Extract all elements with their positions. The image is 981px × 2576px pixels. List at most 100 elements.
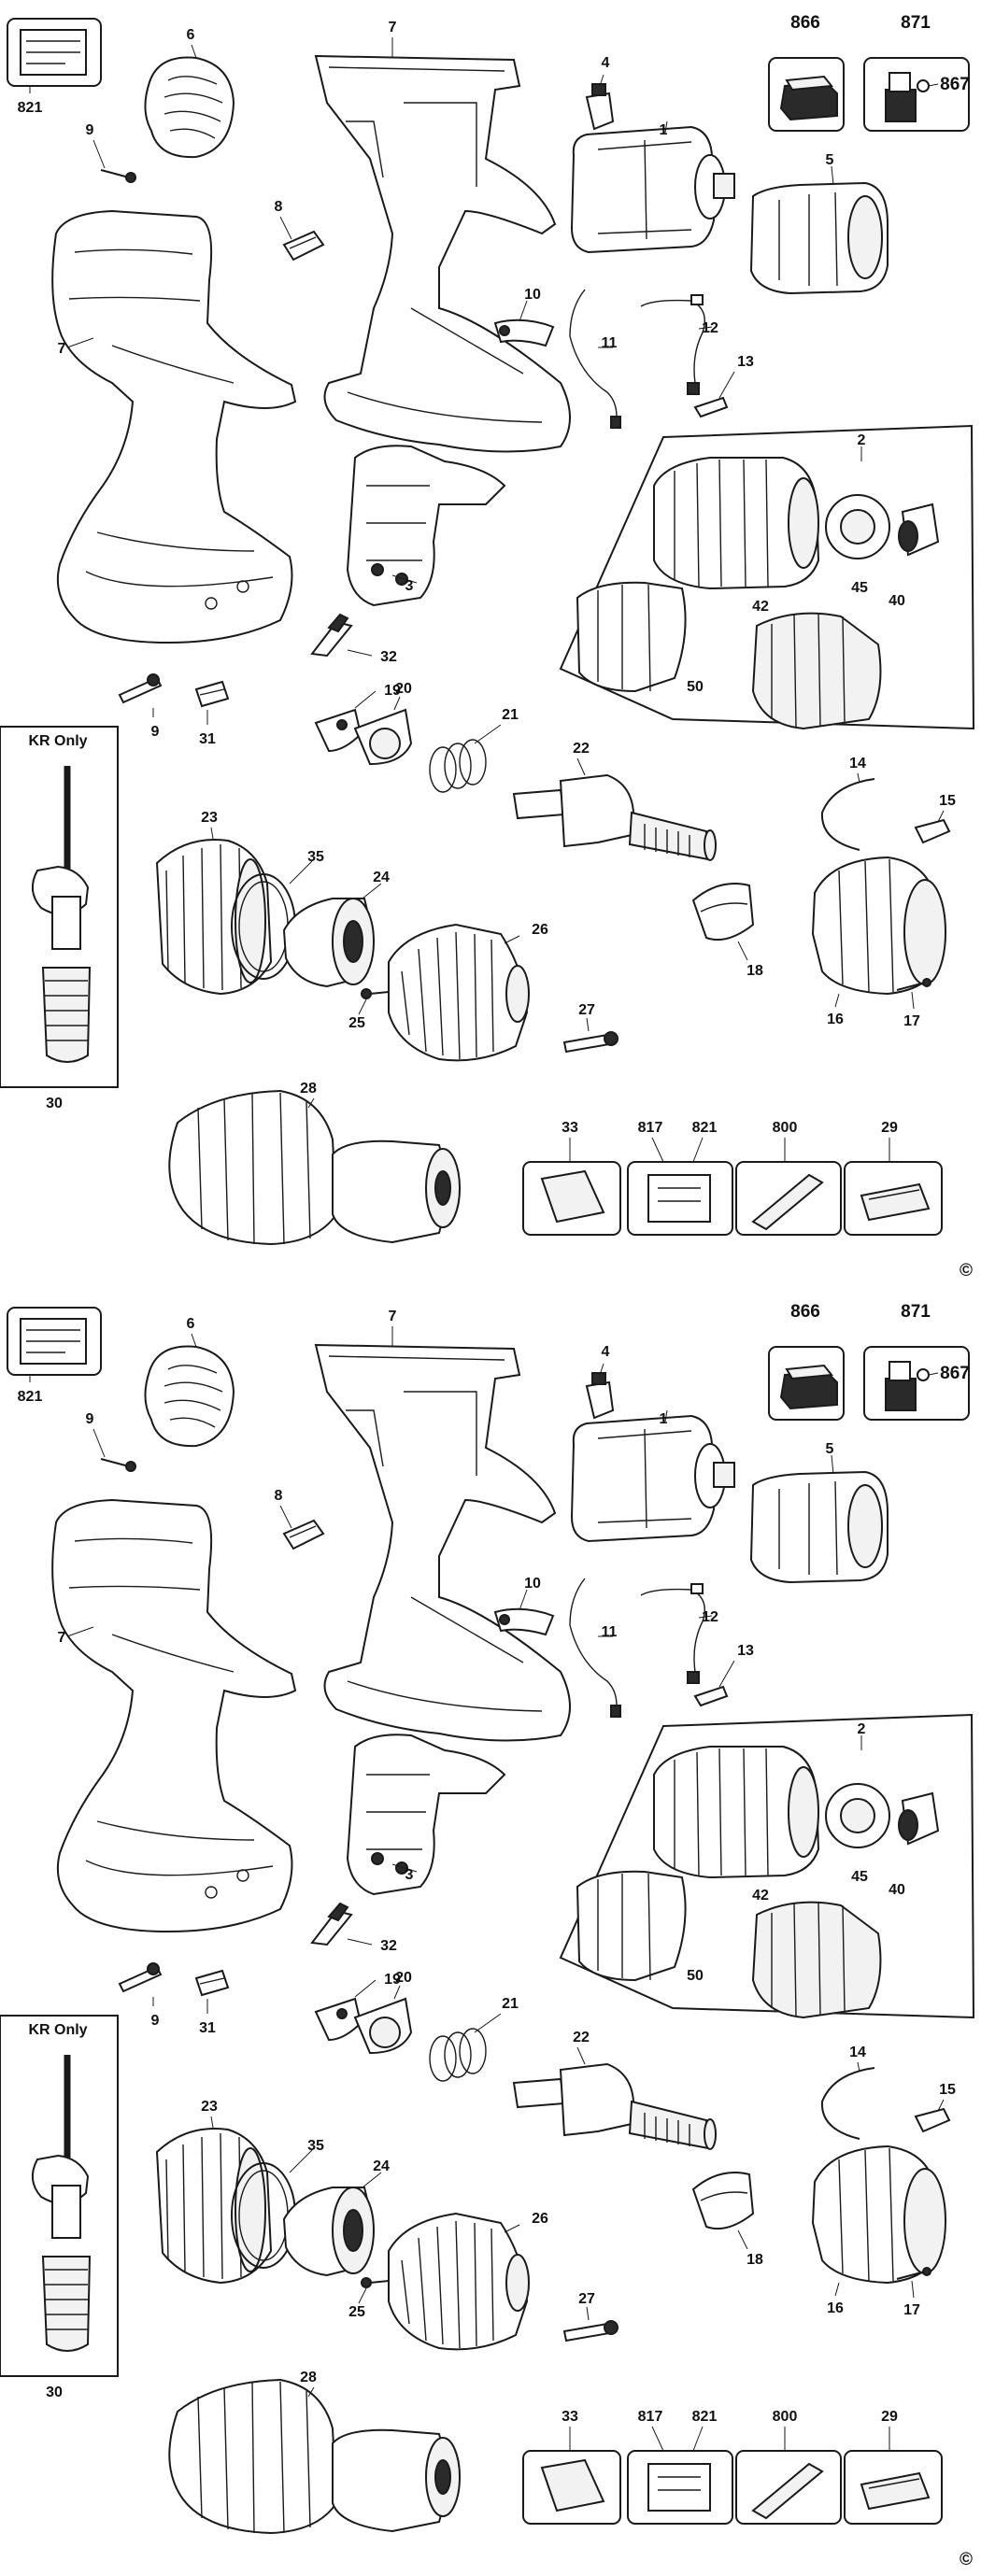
callout-12: 12 xyxy=(702,320,718,336)
callout-867: 867 xyxy=(940,75,970,94)
callout-1: 1 xyxy=(660,122,668,138)
callout-3: 3 xyxy=(405,1867,414,1883)
callout-26: 26 xyxy=(532,922,548,938)
callout-29: 29 xyxy=(881,2409,898,2425)
callout-817: 817 xyxy=(638,1120,663,1136)
callout-10: 10 xyxy=(524,287,541,303)
kr-only-label: KR Only xyxy=(28,2022,87,2038)
callout-821: 821 xyxy=(18,100,43,116)
callout-18: 18 xyxy=(746,2252,763,2268)
callout-13: 13 xyxy=(737,354,754,370)
callout-22: 22 xyxy=(573,741,590,757)
callout-14: 14 xyxy=(849,756,866,771)
callout-5: 5 xyxy=(826,152,834,168)
callout-866: 866 xyxy=(790,1302,820,1322)
callout-20: 20 xyxy=(395,1970,412,1986)
callout-7-top: 7 xyxy=(389,20,397,35)
callout-11: 11 xyxy=(602,1624,618,1640)
callout-4: 4 xyxy=(602,1344,610,1360)
callout-3: 3 xyxy=(405,578,414,594)
callout-8: 8 xyxy=(275,199,283,215)
callout-18: 18 xyxy=(746,963,763,979)
callout-50: 50 xyxy=(687,679,704,695)
callout-4: 4 xyxy=(602,55,610,71)
callout-2: 2 xyxy=(858,1721,866,1737)
callout-7-top: 7 xyxy=(389,1309,397,1324)
callout-14: 14 xyxy=(849,2045,866,2060)
callout-23: 23 xyxy=(201,810,218,826)
callout-15: 15 xyxy=(939,793,956,809)
callout-821: 821 xyxy=(18,1389,43,1405)
callout-27: 27 xyxy=(578,2291,595,2307)
callout-9-lower: 9 xyxy=(151,2013,160,2029)
callout-42: 42 xyxy=(752,599,769,615)
callout-821-kit: 821 xyxy=(692,2409,718,2425)
callout-42: 42 xyxy=(752,1888,769,1904)
callout-8: 8 xyxy=(275,1488,283,1504)
callout-2: 2 xyxy=(858,432,866,448)
callout-23: 23 xyxy=(201,2099,218,2115)
callout-24: 24 xyxy=(373,870,390,885)
callout-19: 19 xyxy=(384,1972,401,1988)
callout-45: 45 xyxy=(851,1869,868,1885)
callout-871: 871 xyxy=(901,13,931,33)
callout-867: 867 xyxy=(940,1364,970,1383)
callout-17: 17 xyxy=(903,1013,920,1029)
panel-1-drawing xyxy=(0,19,974,1244)
copyright-mark: © xyxy=(960,1261,973,1281)
callout-7-left: 7 xyxy=(58,341,66,357)
callout-45: 45 xyxy=(851,580,868,596)
callout-33: 33 xyxy=(562,1120,578,1136)
callout-31: 31 xyxy=(199,731,216,747)
callout-28: 28 xyxy=(300,2370,317,2385)
callout-6: 6 xyxy=(187,1316,195,1332)
callout-9-lower: 9 xyxy=(151,724,160,740)
callout-29: 29 xyxy=(881,1120,898,1136)
callout-31: 31 xyxy=(199,2020,216,2036)
callout-1: 1 xyxy=(660,1411,668,1427)
callout-35: 35 xyxy=(307,849,324,865)
parts-panel-2: 866 871 867 821 6 7 4 1 5 9 8 7 10 11 12… xyxy=(0,1302,974,2569)
callout-32: 32 xyxy=(380,1938,397,1954)
callout-30: 30 xyxy=(46,2385,63,2400)
callout-19: 19 xyxy=(384,683,401,699)
copyright-mark: © xyxy=(960,2550,973,2569)
callout-10: 10 xyxy=(524,1576,541,1592)
callout-866: 866 xyxy=(790,13,820,33)
callout-33: 33 xyxy=(562,2409,578,2425)
parts-panel-1: 866 871 867 821 6 7 4 1 5 9 8 7 10 11 12… xyxy=(0,13,974,1281)
callout-11: 11 xyxy=(602,335,618,351)
callout-20: 20 xyxy=(395,681,412,697)
callout-27: 27 xyxy=(578,1002,595,1018)
callout-26: 26 xyxy=(532,2211,548,2227)
callout-817: 817 xyxy=(638,2409,663,2425)
callout-9: 9 xyxy=(86,122,94,138)
callout-5: 5 xyxy=(826,1441,834,1457)
callout-800: 800 xyxy=(773,2409,798,2425)
callout-21: 21 xyxy=(502,1996,519,2012)
callout-50: 50 xyxy=(687,1968,704,1984)
callout-9: 9 xyxy=(86,1411,94,1427)
callout-35: 35 xyxy=(307,2138,324,2154)
callout-21: 21 xyxy=(502,707,519,723)
callout-7-left: 7 xyxy=(58,1630,66,1646)
callout-800: 800 xyxy=(773,1120,798,1136)
callout-30: 30 xyxy=(46,1096,63,1111)
callout-28: 28 xyxy=(300,1081,317,1097)
callout-16: 16 xyxy=(827,2300,844,2316)
kr-only-label: KR Only xyxy=(28,733,87,749)
callout-12: 12 xyxy=(702,1609,718,1625)
callout-16: 16 xyxy=(827,1012,844,1027)
callout-24: 24 xyxy=(373,2158,390,2174)
callout-40: 40 xyxy=(889,1882,905,1898)
callout-32: 32 xyxy=(380,649,397,665)
callout-871: 871 xyxy=(901,1302,931,1322)
callout-17: 17 xyxy=(903,2302,920,2318)
panel-2-drawing xyxy=(0,1308,974,2533)
callout-22: 22 xyxy=(573,2030,590,2045)
callout-25: 25 xyxy=(348,2304,365,2320)
callout-821-kit: 821 xyxy=(692,1120,718,1136)
callout-40: 40 xyxy=(889,593,905,609)
callout-15: 15 xyxy=(939,2082,956,2098)
